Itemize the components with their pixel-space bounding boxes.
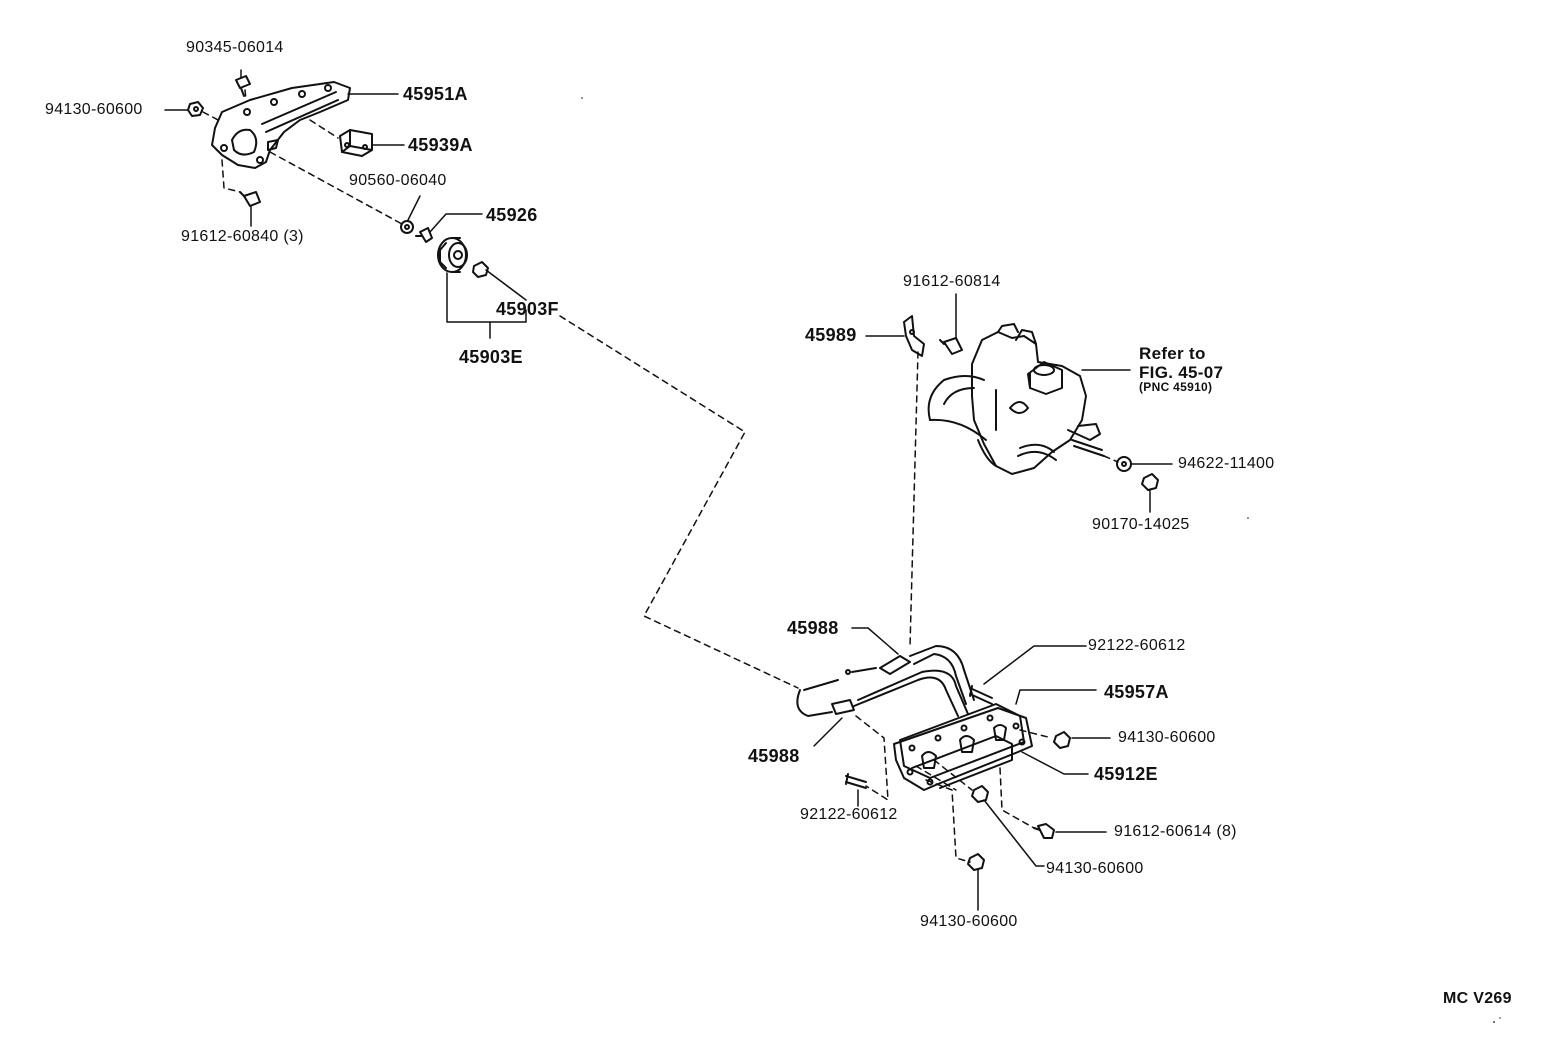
label-45903E[interactable]: 45903E — [459, 347, 523, 367]
label-91612-60814[interactable]: 91612-60814 — [903, 273, 1001, 290]
washer-90560-06040 — [400, 220, 414, 234]
bolt-91612-60840 — [239, 191, 261, 207]
bolt-90345-06014 — [235, 75, 251, 97]
cable-45988 — [796, 645, 975, 717]
label-92122-60612-upper[interactable]: 92122-60612 — [1088, 637, 1186, 654]
bolt-91612-60614 — [1033, 823, 1055, 839]
label-45951A[interactable]: 45951A — [403, 84, 468, 104]
label-94130-60600-right[interactable]: 94130-60600 — [1118, 729, 1216, 746]
dashed-leaders-right-top — [909, 351, 1119, 647]
label-90170-14025[interactable]: 90170-14025 — [1092, 516, 1190, 533]
dashed-leaders-top — [202, 89, 799, 689]
label-45903F[interactable]: 45903F — [496, 299, 559, 319]
nut-94130-60600-b — [1053, 731, 1071, 749]
leaders-bottom — [813, 627, 1111, 911]
label-45988-upper[interactable]: 45988 — [787, 618, 839, 638]
stud-92122-60612-b — [845, 773, 867, 789]
leaders-top — [164, 69, 527, 339]
cushion-45939A — [339, 129, 373, 157]
label-45988-lower[interactable]: 45988 — [748, 746, 800, 766]
dashed-leaders-bottom — [855, 715, 1053, 863]
nut-94130-60600-c — [971, 785, 989, 803]
leaders-right-top — [865, 293, 1173, 513]
diagram-code: MC V269 — [1443, 990, 1512, 1007]
stud-92122-60612-a — [969, 685, 993, 705]
nut-94130-60600-a — [187, 101, 204, 117]
bracket-45989 — [903, 315, 925, 357]
plate-45912E — [893, 707, 1033, 791]
label-45912E[interactable]: 45912E — [1094, 764, 1158, 784]
steering-gear-housing — [927, 323, 1105, 475]
label-91612-60840[interactable]: 91612-60840 (3) — [181, 228, 304, 245]
label-91612-60614[interactable]: 91612-60614 (8) — [1114, 823, 1237, 840]
label-90560-06040[interactable]: 90560-06040 — [349, 172, 447, 189]
label-45939A[interactable]: 45939A — [408, 135, 473, 155]
reference-line-2[interactable]: FIG. 45-07 — [1139, 363, 1224, 382]
label-94622-11400[interactable]: 94622-11400 — [1178, 455, 1275, 472]
nut-45903F — [472, 261, 489, 278]
scan-specks — [581, 97, 1501, 1023]
label-45957A[interactable]: 45957A — [1104, 682, 1169, 702]
bolt-91612-60814 — [939, 337, 963, 355]
label-94130-60600-mid[interactable]: 94130-60600 — [1046, 860, 1144, 877]
bracket-45951A — [211, 81, 351, 169]
washer-94622-11400 — [1116, 456, 1132, 472]
label-90345-06014[interactable]: 90345-06014 — [186, 39, 284, 56]
pulley-45903E — [437, 237, 468, 273]
label-94130-60600-bottom[interactable]: 94130-60600 — [920, 913, 1018, 930]
bolt-45926 — [415, 227, 433, 243]
nut-90170-14025 — [1141, 473, 1159, 491]
label-45926[interactable]: 45926 — [486, 205, 538, 225]
reference-line-1: Refer to — [1139, 344, 1206, 363]
nut-94130-60600-d — [967, 853, 985, 871]
label-92122-60612-lower[interactable]: 92122-60612 — [800, 806, 898, 823]
label-94130-60600-top[interactable]: 94130-60600 — [45, 101, 143, 118]
label-45989[interactable]: 45989 — [805, 325, 857, 345]
reference-line-3: (PNC 45910) — [1139, 380, 1213, 394]
